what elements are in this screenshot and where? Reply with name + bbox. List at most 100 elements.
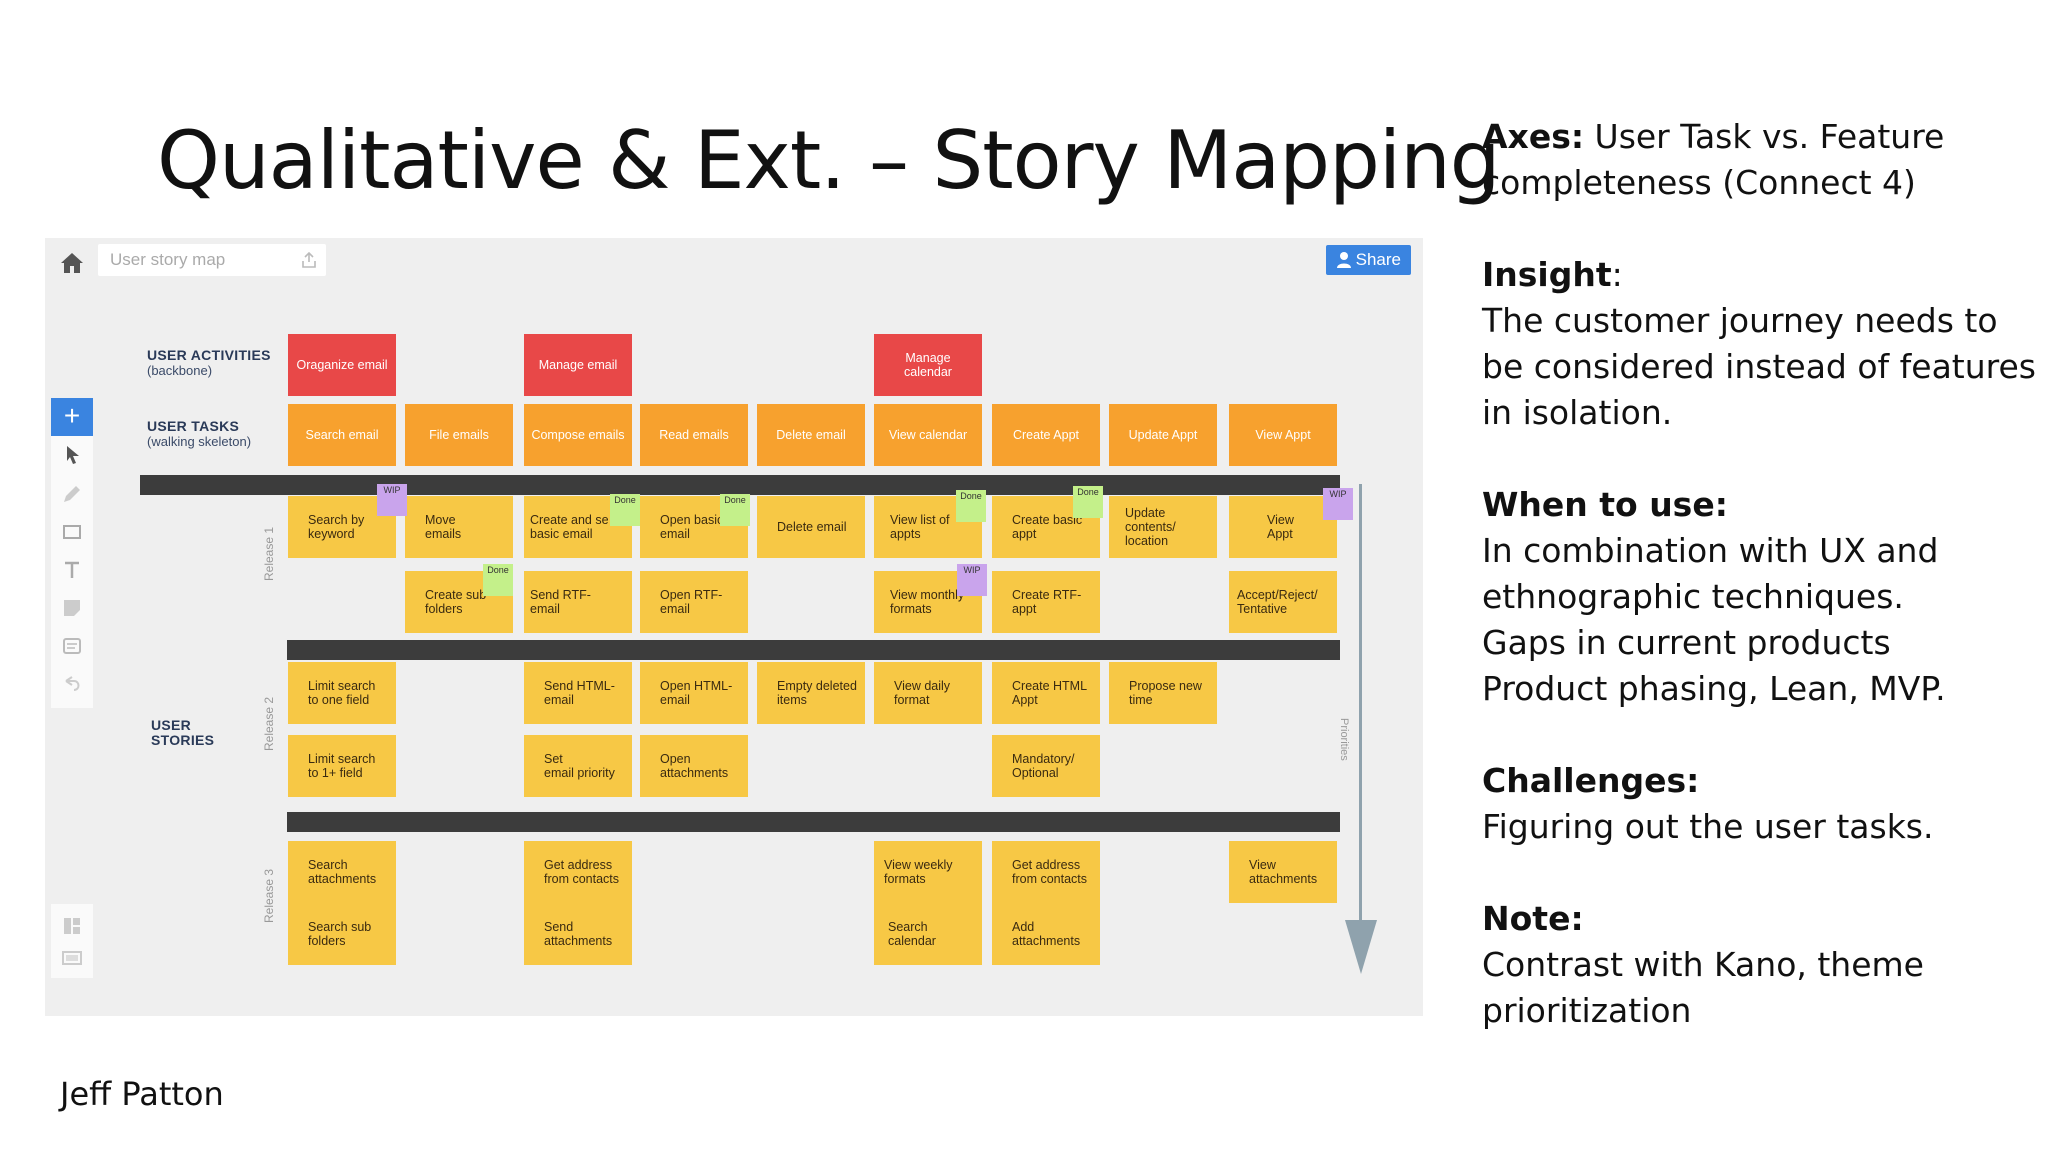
note-label-text: Note:: [1482, 899, 1584, 938]
story-card[interactable]: Open RTF- email: [640, 571, 748, 633]
task-card[interactable]: View Appt: [1229, 404, 1337, 466]
challenges-label: Challenges:: [1482, 758, 2042, 804]
slide-title: Qualitative & Ext. – Story Mapping: [157, 114, 1501, 207]
when-label: When to use:: [1482, 482, 2042, 528]
rectangle-icon[interactable]: [60, 520, 84, 544]
activity-card[interactable]: Manage email: [524, 334, 632, 396]
insight-heading: Insight:: [1482, 252, 2042, 298]
story-card[interactable]: Send attachments: [524, 903, 632, 965]
story-card[interactable]: Delete email: [757, 496, 865, 558]
notes-panel: Axes: User Task vs. Feature completeness…: [1482, 114, 2042, 1034]
axes-label: Axes:: [1482, 117, 1585, 156]
axes-text: User Task vs. Feature completeness (Conn…: [1482, 117, 1945, 202]
task-card[interactable]: Read emails: [640, 404, 748, 466]
share-button[interactable]: Share: [1326, 245, 1411, 275]
story-card[interactable]: View daily format: [874, 662, 982, 724]
task-card[interactable]: Compose emails: [524, 404, 632, 466]
story-card[interactable]: View attachments: [1229, 841, 1337, 903]
story-card[interactable]: Limit search to one field: [288, 662, 396, 724]
task-card[interactable]: File emails: [405, 404, 513, 466]
story-card[interactable]: Add attachments: [992, 903, 1100, 965]
activity-card[interactable]: Oraganize email: [288, 334, 396, 396]
pointer-icon[interactable]: [60, 442, 84, 466]
undo-icon[interactable]: [60, 672, 84, 696]
story-card[interactable]: Create sub folders: [405, 571, 513, 633]
axes-note: Axes: User Task vs. Feature completeness…: [1482, 114, 2042, 206]
when-label-text: When to use:: [1482, 485, 1728, 524]
activities-label-text: USER ACTIVITIES: [147, 347, 271, 363]
story-card[interactable]: Empty deleted items: [757, 662, 865, 724]
when-line: Product phasing, Lean, MVP.: [1482, 669, 1946, 708]
story-card[interactable]: Create RTF- appt: [992, 571, 1100, 633]
document-name: User story map: [110, 250, 226, 269]
story-card[interactable]: Update contents/ location: [1109, 496, 1217, 558]
release-label: Release 3: [262, 868, 276, 923]
done-sticky[interactable]: Done: [1073, 486, 1103, 518]
challenges-label-text: Challenges:: [1482, 761, 1700, 800]
story-card[interactable]: Accept/Reject/ Tentative: [1229, 571, 1337, 633]
person-icon: [1337, 252, 1351, 268]
story-card[interactable]: Create HTML Appt: [992, 662, 1100, 724]
task-card[interactable]: View calendar: [874, 404, 982, 466]
done-sticky[interactable]: Done: [720, 494, 750, 526]
pen-icon[interactable]: [60, 482, 84, 506]
task-card[interactable]: Update Appt: [1109, 404, 1217, 466]
share-label: Share: [1355, 250, 1401, 269]
comment-icon[interactable]: [60, 634, 84, 658]
story-card[interactable]: Move emails: [405, 496, 513, 558]
story-card[interactable]: Get address from contacts: [524, 841, 632, 903]
release-divider: [287, 640, 1340, 660]
export-icon[interactable]: [302, 252, 316, 268]
insight-colon: :: [1611, 255, 1623, 294]
tool-palette: +: [51, 398, 93, 708]
story-card[interactable]: Search sub folders: [288, 903, 396, 965]
done-sticky[interactable]: Done: [610, 494, 640, 526]
priorities-label: Priorities: [1338, 718, 1350, 761]
story-card[interactable]: Open attachments: [640, 735, 748, 797]
layout-icon[interactable]: [60, 914, 84, 938]
story-card[interactable]: View Appt: [1229, 496, 1337, 558]
story-card[interactable]: View weekly formats: [874, 841, 982, 903]
text-icon[interactable]: [60, 558, 84, 582]
wip-sticky[interactable]: WIP: [377, 484, 407, 516]
priorities-arrow: [1359, 484, 1362, 928]
minimap-icon[interactable]: [60, 946, 84, 970]
tasks-label-text: USER TASKS: [147, 418, 240, 434]
activity-card[interactable]: Manage calendar: [874, 334, 982, 396]
add-card-button[interactable]: +: [51, 398, 93, 436]
story-card[interactable]: Search by keyword: [288, 496, 396, 558]
story-card[interactable]: Get address from contacts: [992, 841, 1100, 903]
task-card[interactable]: Delete email: [757, 404, 865, 466]
story-card[interactable]: Send RTF- email: [524, 571, 632, 633]
insight-label: Insight: [1482, 255, 1612, 294]
wip-sticky[interactable]: WIP: [1323, 488, 1353, 520]
wip-sticky[interactable]: WIP: [957, 564, 987, 596]
arrow-head-icon: [1345, 920, 1377, 974]
story-card[interactable]: Mandatory/ Optional: [992, 735, 1100, 797]
story-card[interactable]: Search attachments: [288, 841, 396, 903]
story-card[interactable]: Send HTML- email: [524, 662, 632, 724]
stories-label-line2: STORIES: [151, 732, 215, 748]
release-divider: [287, 812, 1340, 832]
task-card[interactable]: Search email: [288, 404, 396, 466]
activities-sublabel: (backbone): [147, 363, 213, 378]
note-label: Note:: [1482, 896, 2042, 942]
story-card[interactable]: Open HTML- email: [640, 662, 748, 724]
task-card[interactable]: Create Appt: [992, 404, 1100, 466]
release-label: Release 1: [262, 526, 276, 581]
home-icon[interactable]: [60, 252, 84, 274]
document-name-field[interactable]: User story map: [98, 244, 326, 276]
tasks-label: USER TASKS(walking skeleton): [147, 418, 252, 450]
challenges-text: Figuring out the user tasks.: [1482, 807, 1934, 846]
when-line: Gaps in current products: [1482, 623, 1891, 662]
story-card[interactable]: Set email priority: [524, 735, 632, 797]
tasks-sublabel: (walking skeleton): [147, 434, 252, 449]
story-card[interactable]: Limit search to 1+ field: [288, 735, 396, 797]
done-sticky[interactable]: Done: [956, 490, 986, 522]
story-card[interactable]: Search calendar: [874, 903, 982, 965]
bottom-tool-palette: [51, 904, 93, 978]
done-sticky[interactable]: Done: [483, 564, 513, 596]
sticky-note-icon[interactable]: [60, 596, 84, 620]
story-card[interactable]: Propose new time: [1109, 662, 1217, 724]
note-text: Contrast with Kano, theme prioritization: [1482, 945, 1924, 1030]
